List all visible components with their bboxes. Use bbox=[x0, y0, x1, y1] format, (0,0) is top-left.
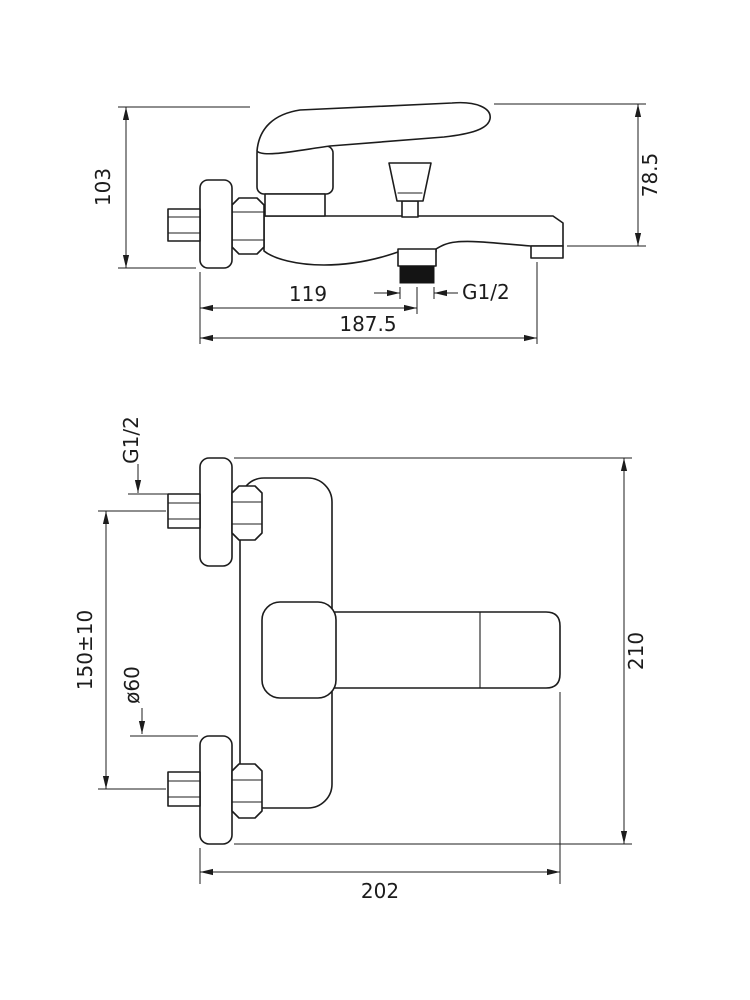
spout-front bbox=[329, 611, 561, 689]
wall-escutcheon-top bbox=[199, 457, 233, 567]
mounting-nut-bottom bbox=[231, 763, 263, 819]
dim-label-overall-width: 202 bbox=[361, 879, 399, 903]
handle-lever bbox=[256, 101, 491, 155]
dim-label-spout-height: 78.5 bbox=[638, 153, 662, 198]
wall-nipple-top bbox=[167, 493, 201, 529]
dim-overall-height-210: 210 bbox=[234, 457, 648, 845]
aerator bbox=[530, 245, 564, 259]
dim-label-overall-length: 187.5 bbox=[339, 312, 396, 336]
dim-label-inlet-spacing: 150±10 bbox=[73, 610, 97, 690]
dim-inlet-thread-g12: G1/2 bbox=[119, 416, 168, 495]
dim-overall-width-202: 202 bbox=[199, 692, 561, 903]
mixer-body-neck bbox=[264, 193, 326, 217]
diverter-knob bbox=[388, 162, 432, 202]
mounting-nut bbox=[231, 197, 265, 255]
dim-overall-height-103: 103 bbox=[91, 106, 250, 269]
front-view-dimensions: G1/2 150±10 ø60 210 202 bbox=[73, 416, 648, 903]
side-view-dimensions: 103 78.5 119 187.5 G1/2 bbox=[91, 103, 662, 344]
shower-outlet-thread bbox=[399, 265, 435, 284]
mounting-nut-top bbox=[231, 485, 263, 541]
dim-overall-length-187-5: 187.5 bbox=[200, 262, 538, 344]
dim-outlet-offset-119: 119 bbox=[199, 272, 418, 344]
dim-inlet-spacing-150: 150±10 bbox=[73, 510, 166, 790]
dim-escutcheon-diameter-60: ø60 bbox=[120, 666, 198, 737]
dim-label-escutcheon-diameter: ø60 bbox=[120, 666, 144, 704]
front-view bbox=[167, 457, 561, 845]
shower-outlet bbox=[397, 248, 437, 267]
dim-label-inlet-thread: G1/2 bbox=[119, 416, 143, 464]
wall-nipple-side bbox=[167, 208, 201, 242]
dim-label-overall-height: 103 bbox=[91, 168, 115, 206]
handle-front bbox=[261, 601, 337, 699]
diverter-stem bbox=[401, 200, 419, 218]
dim-spout-height-78-5: 78.5 bbox=[494, 103, 662, 247]
dim-label-outlet-thread: G1/2 bbox=[462, 280, 510, 304]
dim-label-outlet-offset: 119 bbox=[289, 282, 327, 306]
side-view bbox=[167, 101, 564, 284]
wall-nipple-bottom bbox=[167, 771, 201, 807]
dim-label-overall-height-front: 210 bbox=[624, 632, 648, 670]
wall-escutcheon-side bbox=[199, 179, 233, 269]
wall-escutcheon-bottom bbox=[199, 735, 233, 845]
dim-outlet-thread-g12: G1/2 bbox=[374, 280, 510, 304]
